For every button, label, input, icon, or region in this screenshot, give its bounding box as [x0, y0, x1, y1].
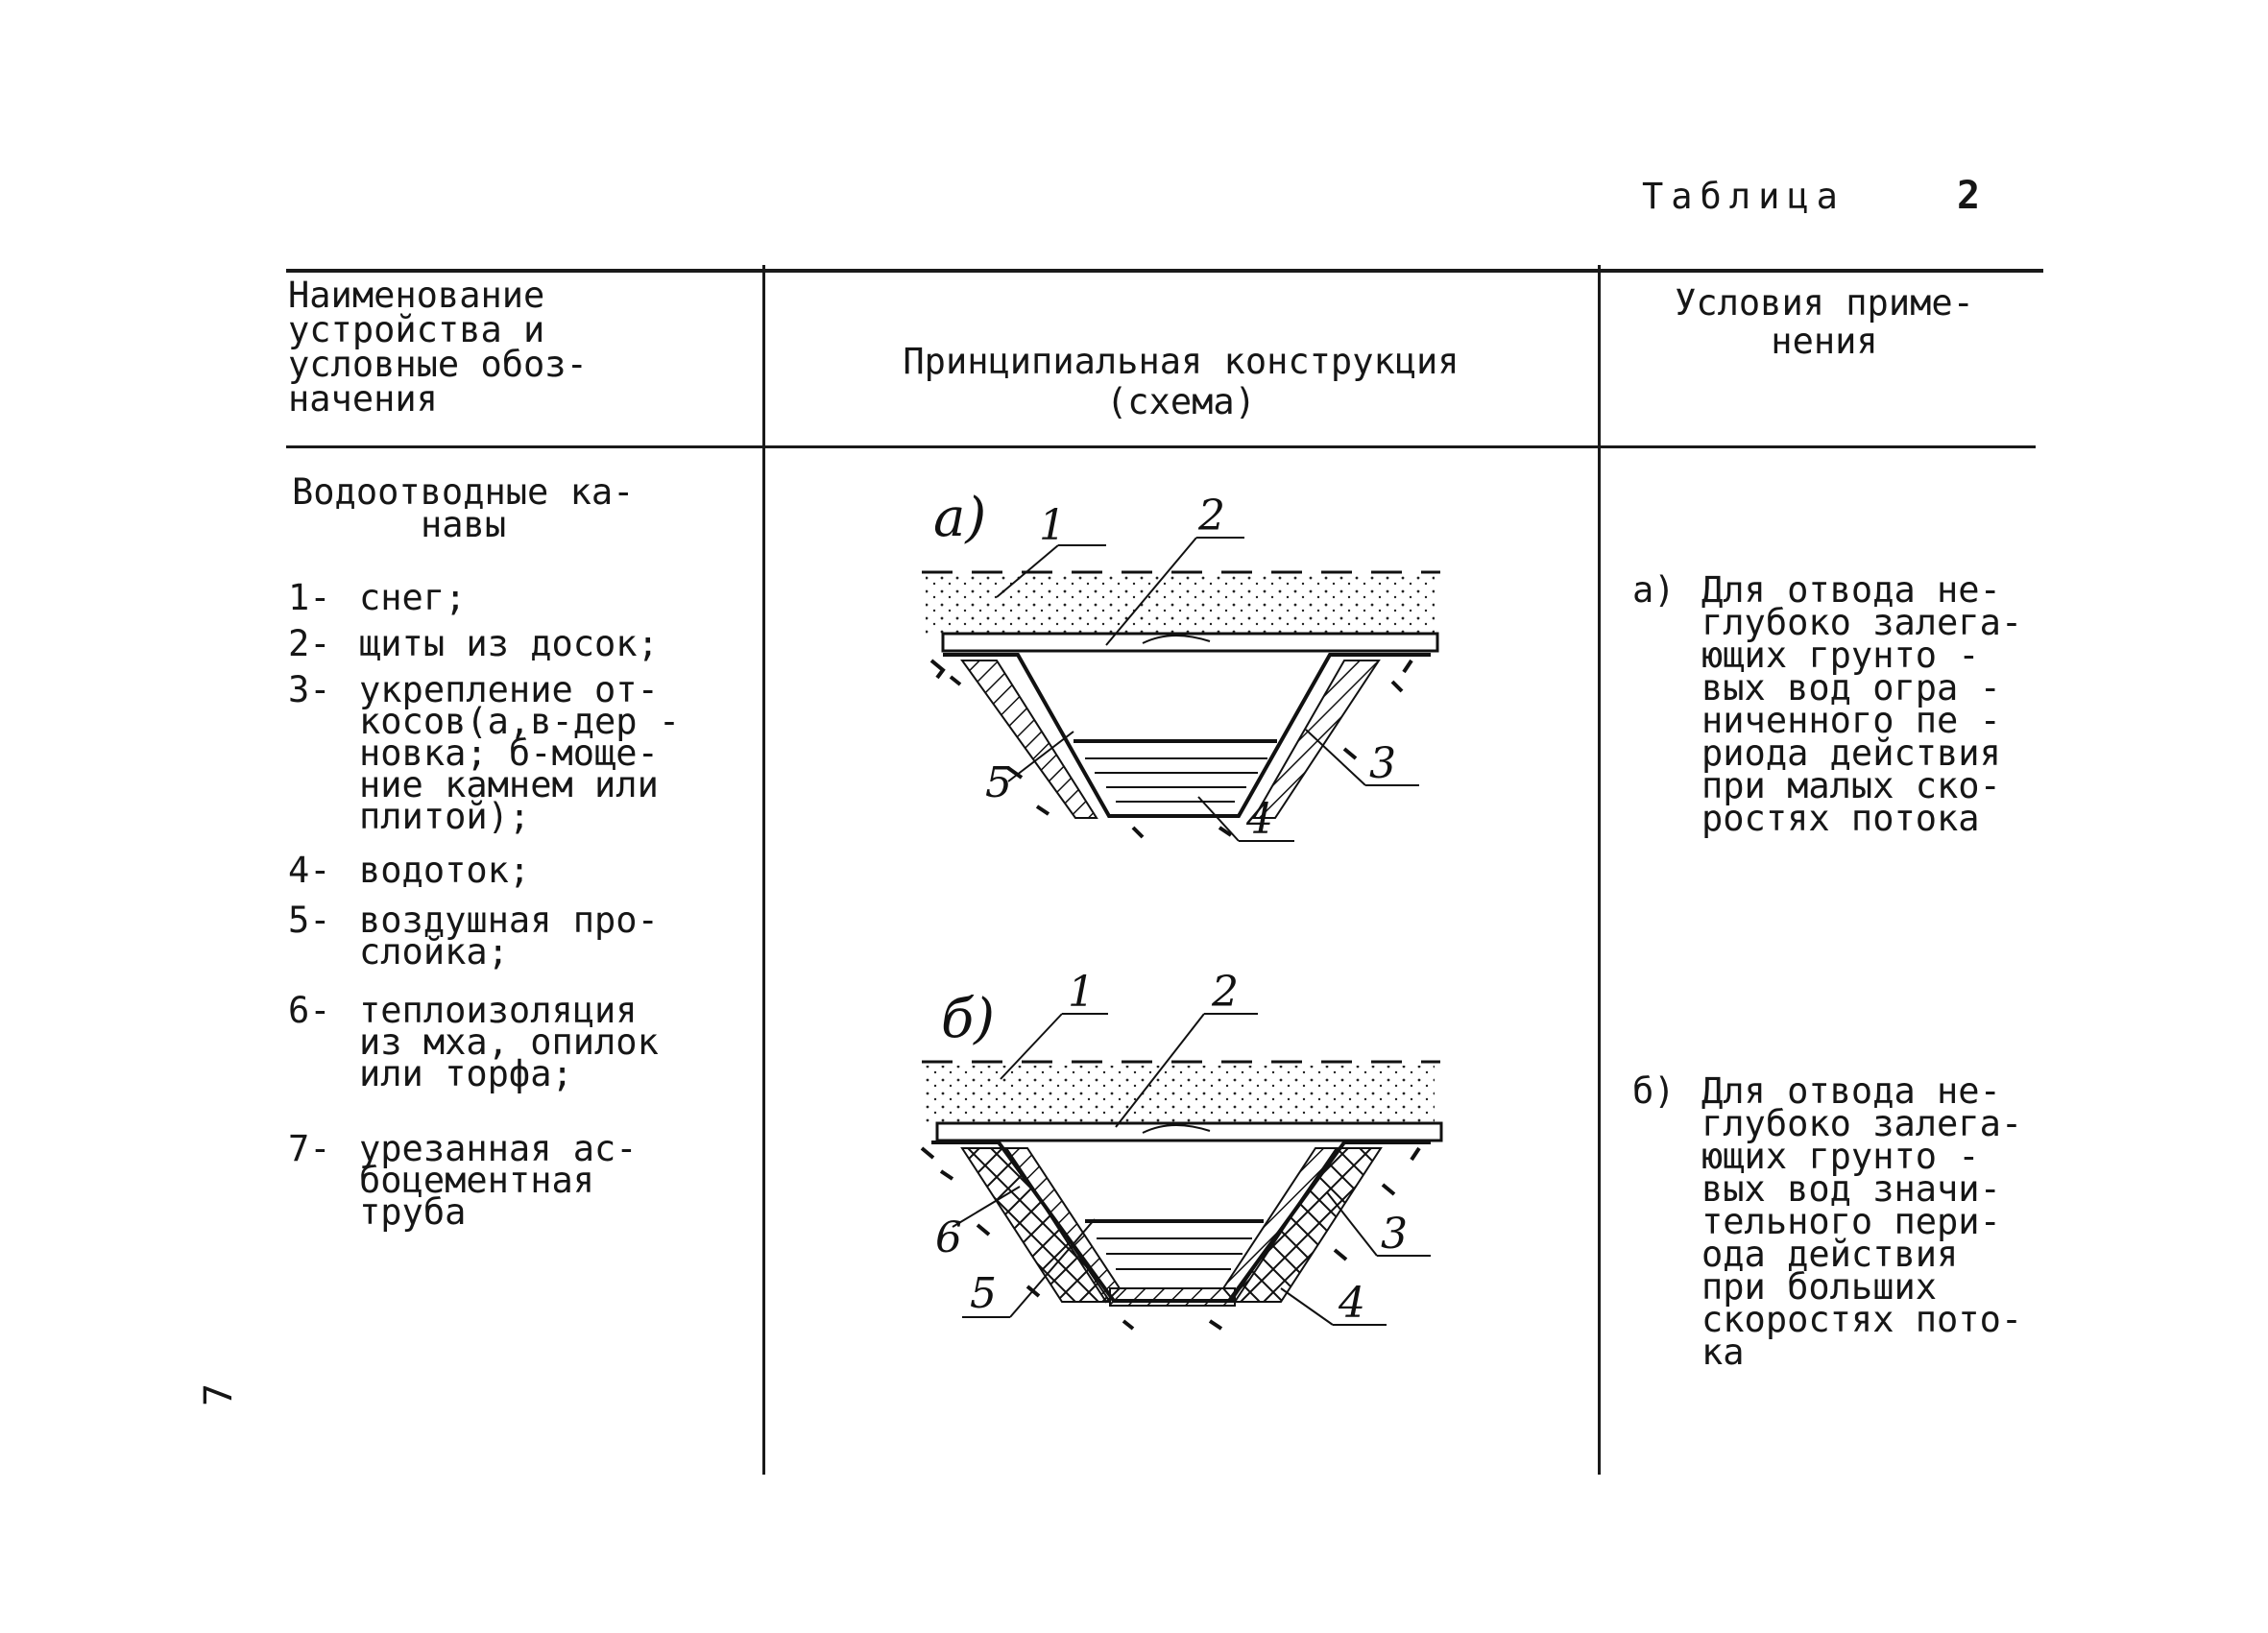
condition-text: ростях потока	[1701, 798, 1980, 839]
ditch-diagram-a: а) 1 2 3 4 5	[922, 487, 1440, 844]
callout-a-2: 2	[1197, 492, 1225, 540]
header-bottom-rule	[286, 445, 2036, 448]
device-name-line: Водоотводные ка-	[292, 471, 635, 513]
legend-number: 2-	[288, 623, 331, 664]
header-col2: Принципиальная конструкция (схема)	[768, 342, 1594, 422]
callout-b-2: 2	[1211, 970, 1239, 1017]
condition-text: при больших	[1701, 1266, 1938, 1308]
header-col2-line: (схема)	[1106, 381, 1256, 422]
table-number: 2	[1957, 174, 1981, 218]
condition-text: ниченного пе -	[1701, 700, 2001, 741]
header-col1-line: устройства и	[288, 309, 545, 350]
callout-b-3: 3	[1381, 1210, 1408, 1259]
legend-text: плитой);	[359, 796, 531, 837]
header-col1-line: начения	[288, 378, 438, 420]
legend-text: или торфа;	[359, 1053, 573, 1094]
header-col1-line: Наименование	[288, 275, 545, 316]
condition-number: б)	[1632, 1070, 1676, 1112]
legend-text: снег;	[359, 577, 467, 618]
table-label: Таблица	[1642, 176, 1846, 217]
legend-text: труба	[359, 1191, 467, 1233]
callout-b-5: 5	[970, 1269, 997, 1318]
legend-text: воздушная про-	[359, 900, 659, 941]
legend-number: 6-	[288, 990, 331, 1031]
condition-text: вых вод значи-	[1701, 1168, 2001, 1210]
condition-text: глубоко залега-	[1701, 1103, 2023, 1144]
condition-text: скоростях пото-	[1701, 1299, 2023, 1340]
callout-a-5: 5	[985, 758, 1012, 807]
callout-b-6: 6	[935, 1213, 962, 1262]
legend-text: новка; б-моще-	[359, 732, 659, 774]
legend-text: водоток;	[359, 850, 531, 891]
device-name-line: навы	[421, 504, 507, 545]
table-top-rule	[286, 269, 2043, 273]
page-number: 7	[197, 1382, 241, 1406]
legend-number: 3-	[288, 669, 331, 710]
callout-b-4: 4	[1338, 1279, 1365, 1328]
legend-number: 5-	[288, 900, 331, 941]
legend-text: косов(а,в-дер -	[359, 701, 681, 742]
legend-text: из мха, опилок	[359, 1021, 659, 1063]
condition-text: ющих грунто -	[1701, 1136, 1980, 1177]
column-divider-1	[762, 265, 765, 1475]
condition-text: при малых ско-	[1701, 765, 2001, 806]
callout-b-1: 1	[1068, 970, 1095, 1017]
legend-text: боцементная	[359, 1160, 595, 1201]
device-name: Водоотводные ка- навы	[292, 471, 635, 545]
condition-text: вых вод огра -	[1701, 667, 2001, 708]
header-col1-line: условные обоз-	[288, 344, 588, 385]
callout-a-3: 3	[1369, 739, 1396, 788]
condition-text: Для отвода не-	[1701, 569, 2001, 611]
diagram-b-label: б)	[941, 988, 995, 1050]
header-col3: Условия приме- нения	[1604, 284, 2045, 361]
diagram-a-label: а)	[933, 487, 986, 549]
legend-text: теплоизоляция	[359, 990, 638, 1031]
header-col2-line: Принципиальная конструкция	[903, 341, 1460, 382]
header-col1: Наименование устройства и условные обоз-…	[288, 275, 588, 420]
callout-a-4: 4	[1245, 795, 1273, 844]
condition-text: Для отвода не-	[1701, 1070, 2001, 1112]
column-divider-2	[1598, 265, 1601, 1475]
legend-number: 1-	[288, 577, 331, 618]
ditch-diagram-b: б) 1 2 3 4 5 6	[920, 970, 1443, 1331]
legend-number: 4-	[288, 850, 331, 891]
legend-text: ние камнем или	[359, 764, 659, 805]
condition-text: ка	[1701, 1332, 1745, 1373]
legend-text: слойка;	[359, 931, 509, 973]
condition-text: ода действия	[1701, 1234, 1959, 1275]
legend-text: щиты из досок;	[359, 623, 659, 664]
condition-text: риода действия	[1701, 732, 2001, 774]
header-col3-line: Условия приме-	[1675, 282, 1974, 324]
condition-number: а)	[1632, 569, 1676, 611]
legend-text: урезанная ас-	[359, 1128, 638, 1169]
legend-text: укрепление от-	[359, 669, 659, 710]
callout-a-1: 1	[1039, 501, 1066, 550]
condition-text: тельного пери-	[1701, 1201, 2001, 1242]
header-col3-line: нения	[1771, 321, 1878, 362]
legend-number: 7-	[288, 1128, 331, 1169]
condition-text: глубоко залега-	[1701, 602, 2023, 643]
condition-text: ющих грунто -	[1701, 635, 1980, 676]
